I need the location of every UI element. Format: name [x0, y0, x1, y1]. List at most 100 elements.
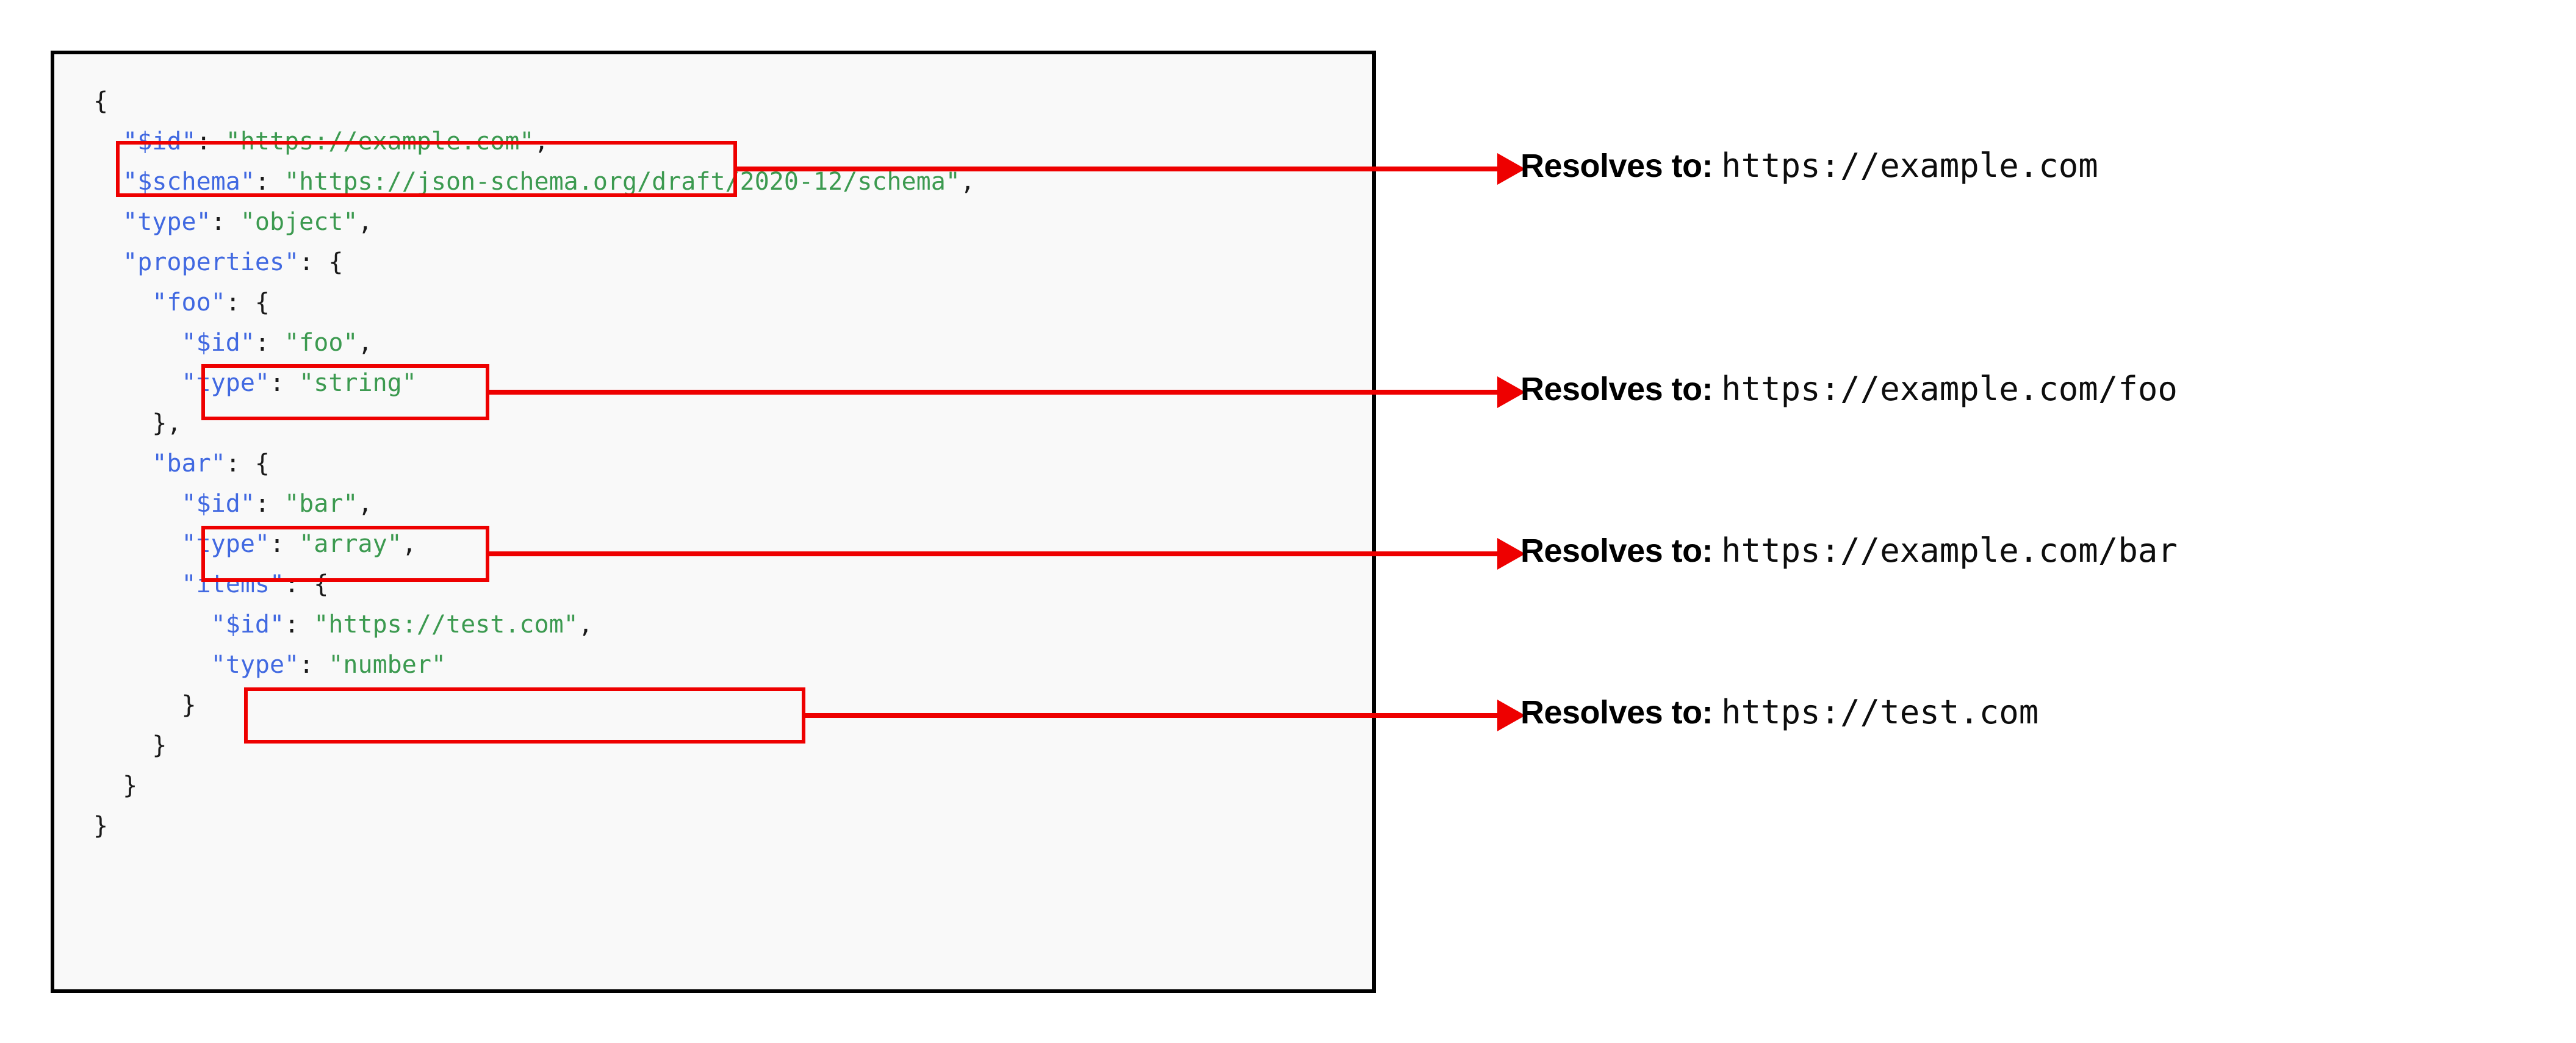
json-key: "type": [181, 530, 270, 558]
code-indent: [93, 691, 182, 719]
code-indent: [93, 409, 152, 437]
code-indent: [93, 289, 152, 317]
code-line: }: [93, 725, 975, 765]
code-indent: [93, 490, 182, 518]
resolved-uri-value: https://test.com: [1721, 693, 2039, 731]
code-indent: [93, 369, 182, 397]
annotation-foo: Resolves to:https://example.com/foo: [1520, 373, 2178, 406]
code-line: }: [93, 806, 975, 846]
json-key: "bar": [152, 450, 226, 478]
json-string: "number": [328, 651, 446, 679]
json-punctuation: },: [152, 409, 182, 437]
resolved-uri-value: https://example.com: [1721, 146, 2098, 185]
json-punctuation: ,: [358, 208, 373, 236]
code-line: },: [93, 403, 975, 443]
json-punctuation: : {: [299, 248, 344, 276]
json-string: "foo": [284, 329, 358, 357]
code-line: "$id": "bar",: [93, 484, 975, 524]
code-indent: [93, 731, 152, 759]
code-line: "$schema": "https://json-schema.org/draf…: [93, 162, 975, 202]
code-line: "type": "array",: [93, 524, 975, 564]
json-punctuation: :: [254, 490, 285, 518]
resolves-to-label: Resolves to:: [1520, 694, 1713, 731]
code-indent: [93, 168, 123, 196]
json-key: "properties": [123, 248, 300, 276]
json-punctuation: :: [270, 530, 300, 558]
json-punctuation: }: [181, 691, 196, 719]
resolves-to-label: Resolves to:: [1520, 148, 1713, 184]
code-line: {: [93, 81, 975, 121]
json-key: "type": [181, 369, 270, 397]
code-line: "properties": {: [93, 242, 975, 282]
json-key: "$schema": [123, 168, 255, 196]
json-punctuation: ,: [401, 530, 417, 558]
json-punctuation: ,: [358, 490, 373, 518]
json-punctuation: ,: [534, 127, 549, 156]
code-line: "type": "number": [93, 645, 975, 685]
json-string: "https://json-schema.org/draft/2020-12/s…: [284, 168, 960, 196]
json-punctuation: :: [254, 168, 285, 196]
json-string: "object": [240, 208, 358, 236]
json-key: "$id": [181, 490, 255, 518]
code-lines: { "$id": "https://example.com", "$schema…: [93, 81, 975, 846]
json-key: "foo": [152, 289, 226, 317]
connector-items: [805, 713, 1497, 718]
code-line: "items": {: [93, 564, 975, 604]
json-string: "string": [299, 369, 417, 397]
json-punctuation: :: [284, 611, 314, 639]
resolves-to-label: Resolves to:: [1520, 532, 1713, 569]
code-indent: [93, 651, 211, 679]
json-punctuation: :: [196, 127, 226, 156]
code-indent: [93, 570, 182, 598]
connector-foo: [489, 390, 1497, 395]
json-key: "type": [123, 208, 211, 236]
arrow-head-icon: [1497, 376, 1525, 408]
json-punctuation: {: [93, 87, 109, 115]
arrow-head-icon: [1497, 700, 1525, 731]
json-punctuation: : {: [225, 450, 270, 478]
code-indent: [93, 772, 123, 800]
code-line: "bar": {: [93, 443, 975, 484]
json-punctuation: ,: [358, 329, 373, 357]
json-punctuation: :: [210, 208, 240, 236]
json-key: "$id": [181, 329, 255, 357]
code-indent: [93, 127, 123, 156]
json-punctuation: ,: [960, 168, 975, 196]
code-line: "$id": "https://test.com",: [93, 604, 975, 645]
annotation-bar: Resolves to:https://example.com/bar: [1520, 531, 2178, 570]
json-punctuation: }: [123, 772, 138, 800]
code-indent: [93, 248, 123, 276]
connector-root: [737, 167, 1497, 171]
json-key: "type": [210, 651, 300, 679]
arrow-head-icon: [1497, 538, 1525, 570]
json-string: "bar": [284, 490, 358, 518]
code-line: }: [93, 765, 975, 806]
json-schema-code-panel: { "$id": "https://example.com", "$schema…: [51, 51, 1376, 993]
resolved-uri-value: https://example.com/foo: [1721, 370, 2178, 408]
code-indent: [93, 208, 123, 236]
json-punctuation: }: [152, 731, 167, 759]
json-string: "array": [299, 530, 402, 558]
code-line: "type": "string": [93, 363, 975, 403]
connector-bar: [489, 551, 1497, 556]
arrow-head-icon: [1497, 153, 1525, 185]
annotation-root: Resolves to:https://example.com: [1520, 146, 2098, 185]
json-punctuation: ,: [578, 611, 593, 639]
json-punctuation: }: [93, 812, 109, 840]
code-indent: [93, 450, 152, 478]
code-indent: [93, 611, 211, 639]
code-indent: [93, 329, 182, 357]
json-key: "$id": [210, 611, 285, 639]
json-punctuation: : {: [284, 570, 329, 598]
code-line: "$id": "https://example.com",: [93, 121, 975, 162]
json-punctuation: :: [299, 651, 329, 679]
code-line: "type": "object",: [93, 202, 975, 242]
json-string: "https://test.com": [314, 611, 578, 639]
json-punctuation: : {: [225, 289, 270, 317]
code-line: }: [93, 685, 975, 725]
json-key: "$id": [123, 127, 196, 156]
resolved-uri-value: https://example.com/bar: [1721, 531, 2178, 570]
code-indent: [93, 530, 182, 558]
json-punctuation: :: [270, 369, 300, 397]
